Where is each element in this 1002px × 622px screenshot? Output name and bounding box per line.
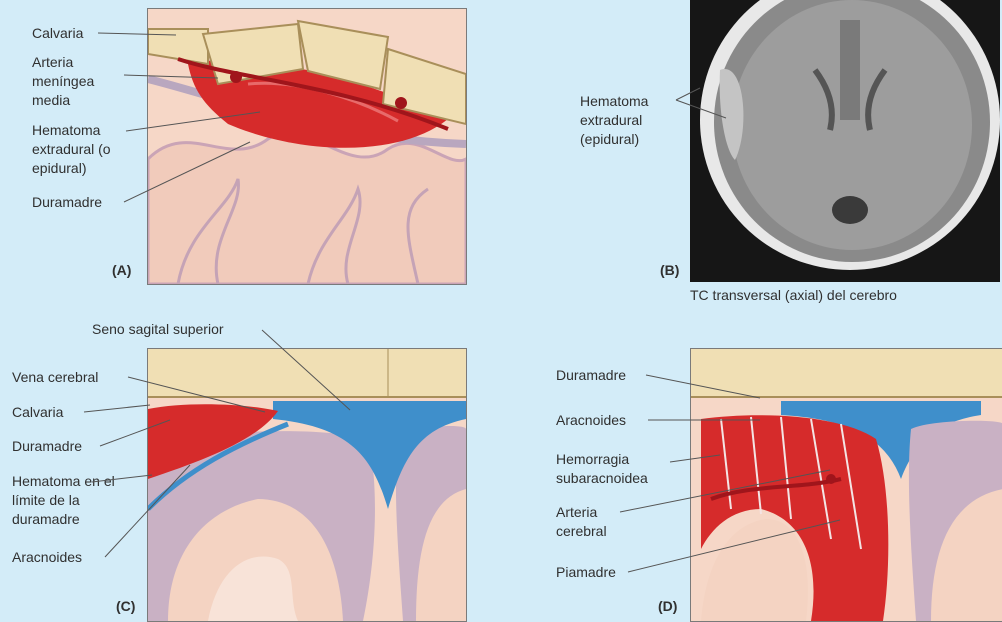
- label-c-aracnoides: Aracnoides: [12, 548, 82, 567]
- label-a-calvaria: Calvaria: [32, 24, 83, 43]
- label-c-seno: Seno sagital superior: [92, 320, 224, 339]
- label-c-calvaria: Calvaria: [12, 403, 63, 422]
- panel-c-illustration: [147, 348, 467, 622]
- subdural-hematoma-drawing: [148, 349, 466, 621]
- panel-b-ct-scan: [690, 0, 1000, 282]
- panel-d-illustration: [690, 348, 1002, 622]
- label-d-aracnoides: Aracnoides: [556, 411, 626, 430]
- label-d-duramadre: Duramadre: [556, 366, 626, 385]
- panel-a-illustration: [147, 8, 467, 285]
- extradural-hematoma-drawing: [148, 9, 466, 284]
- panel-d-tag: (D): [658, 598, 677, 614]
- label-d-piamadre: Piamadre: [556, 563, 616, 582]
- label-b-hematoma: Hematoma extradural (epidural): [580, 92, 680, 149]
- panel-b-caption: TC transversal (axial) del cerebro: [690, 287, 897, 303]
- label-c-duramadre: Duramadre: [12, 437, 82, 456]
- label-a-duramadre: Duramadre: [32, 193, 102, 212]
- panel-a-tag: (A): [112, 262, 131, 278]
- label-a-arteria: Arteria meníngea media: [32, 53, 122, 110]
- label-d-arteria: Arteria cerebral: [556, 503, 636, 541]
- label-d-hemorragia: Hemorragia subaracnoidea: [556, 450, 676, 488]
- panel-b-tag: (B): [660, 262, 679, 278]
- label-a-hematoma: Hematoma extradural (o epidural): [32, 121, 142, 178]
- label-c-hematoma: Hematoma en el límite de la duramadre: [12, 472, 127, 529]
- panel-c-tag: (C): [116, 598, 135, 614]
- subarachnoid-hemorrhage-drawing: [691, 349, 1002, 621]
- ct-axial-brain-image: [690, 0, 1000, 282]
- label-c-vena: Vena cerebral: [12, 368, 98, 387]
